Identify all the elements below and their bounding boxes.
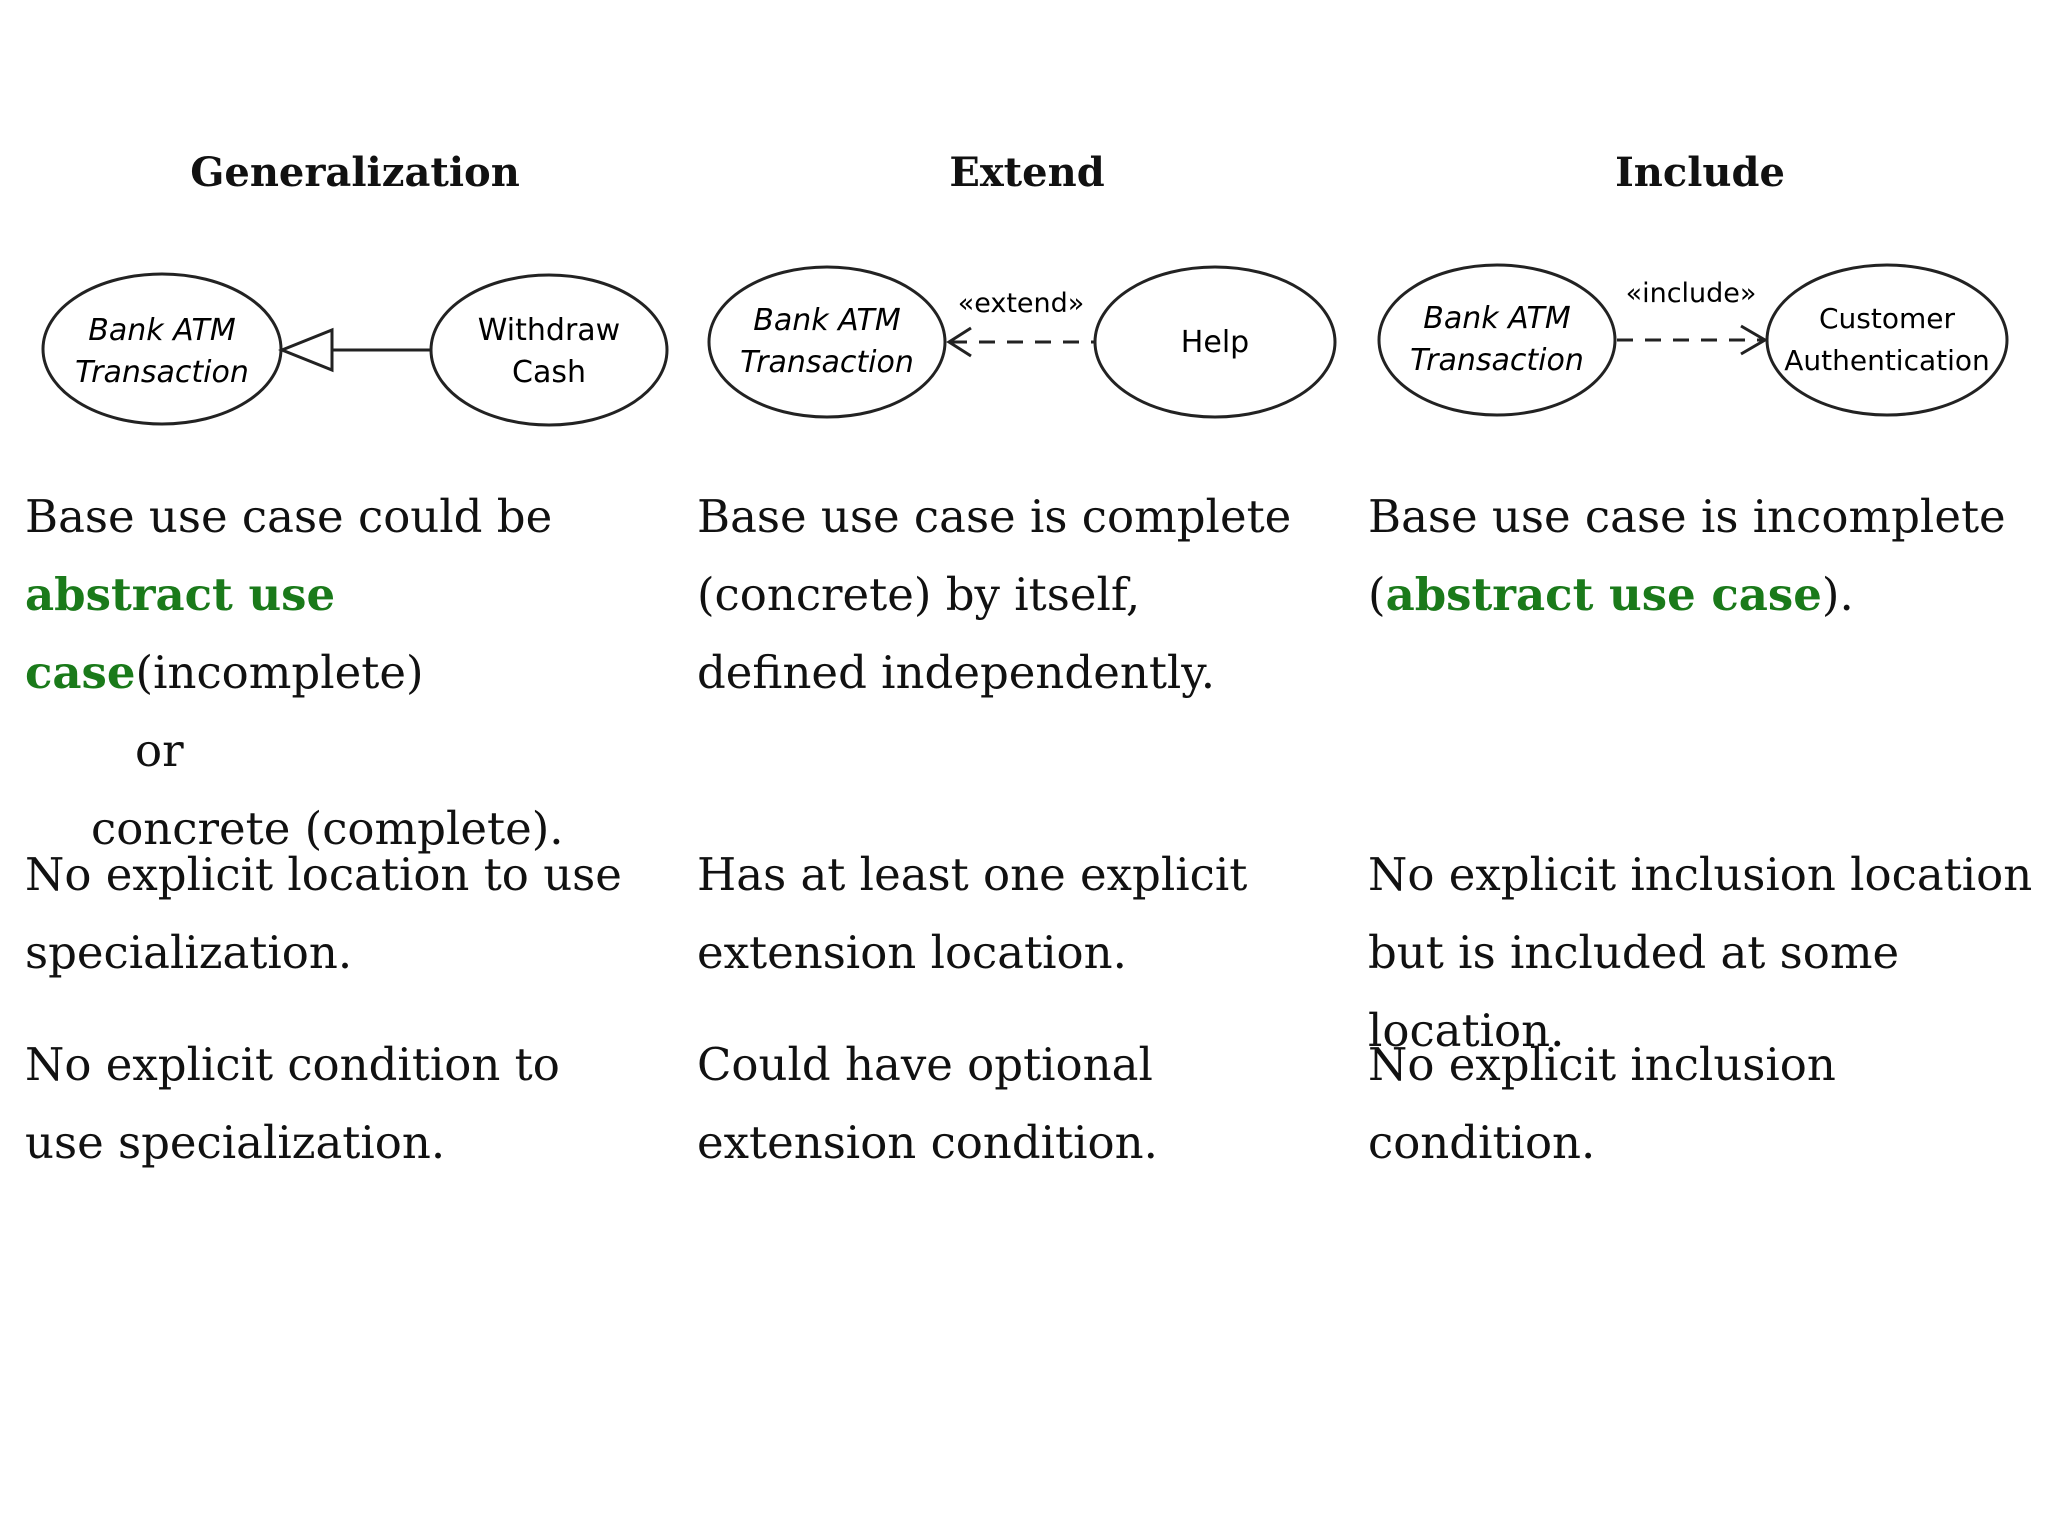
abstract-use-case-highlight: abstract use case — [25, 568, 336, 699]
text-line: concrete (complete). — [91, 802, 564, 855]
usecase-label-line2: Authentication — [1784, 344, 1990, 377]
usecase-label-line2: Transaction — [75, 355, 249, 390]
abstract-use-case-highlight: abstract use case — [1385, 568, 1822, 621]
stereotype-label-extend: «extend» — [958, 288, 1085, 319]
include-location-description: No explicit inclusion location but is in… — [1368, 848, 2033, 1057]
generalization-condition-description: No explicit condition to use specializat… — [25, 1038, 560, 1169]
include-diagram: Bank ATM Transaction Customer Authentica… — [1377, 263, 2009, 417]
text-fragment: ). — [1821, 568, 1854, 621]
usecase-label-line2: Transaction — [1410, 343, 1584, 378]
usecase-bank-atm-transaction — [41, 272, 283, 426]
usecase-bank-atm-transaction — [707, 265, 947, 419]
usecase-label: Help — [1181, 325, 1249, 360]
usecase-label-line2: Cash — [512, 355, 586, 390]
usecase-label-line1: Customer — [1819, 302, 1955, 335]
include-condition-description: No explicit inclusion condition. — [1368, 1038, 1836, 1169]
generalization-location-description: No explicit location to use specializati… — [25, 848, 622, 979]
extend-base-description: Base use case is complete (concrete) by … — [697, 490, 1292, 699]
usecase-label-line2: Transaction — [740, 345, 914, 380]
usecase-label-line1: Bank ATM — [753, 303, 901, 338]
usecase-label-line1: Bank ATM — [88, 313, 236, 348]
open-arrowhead — [946, 326, 972, 358]
heading-extend: Extend — [949, 149, 1105, 196]
text-fragment: (incomplete) — [135, 646, 424, 699]
usecase-withdraw-cash — [429, 273, 669, 427]
extend-condition-description: Could have optional extension condition. — [697, 1038, 1158, 1169]
generalization-base-description: Base use case could be abstract use case… — [25, 478, 705, 868]
stereotype-label-include: «include» — [1626, 278, 1757, 309]
usecase-label-line1: Withdraw — [478, 313, 620, 348]
hollow-triangle-arrowhead — [277, 327, 334, 373]
text-line: Base use case is incomplete — [1368, 490, 2006, 543]
heading-generalization: Generalization — [190, 149, 520, 196]
heading-include: Include — [1615, 149, 1785, 196]
generalization-diagram: Bank ATM Transaction Withdraw Cash — [41, 272, 669, 427]
usecase-label-line1: Bank ATM — [1423, 301, 1571, 336]
extend-diagram: Bank ATM Transaction Help «extend» — [707, 265, 1337, 419]
include-base-description: Base use case is incomplete (abstract us… — [1368, 478, 2028, 634]
text-line: or — [135, 724, 184, 777]
text-line: (abstract use case). — [1368, 556, 2028, 634]
extend-location-description: Has at least one explicit extension loca… — [697, 848, 1248, 979]
open-arrowhead — [1740, 324, 1768, 356]
text-line: Base use case could be — [25, 490, 553, 543]
text-line: abstract use case(incomplete) — [25, 556, 705, 712]
usecase-bank-atm-transaction — [1377, 263, 1617, 417]
usecase-customer-authentication — [1765, 263, 2009, 417]
text-fragment: ( — [1368, 568, 1386, 621]
